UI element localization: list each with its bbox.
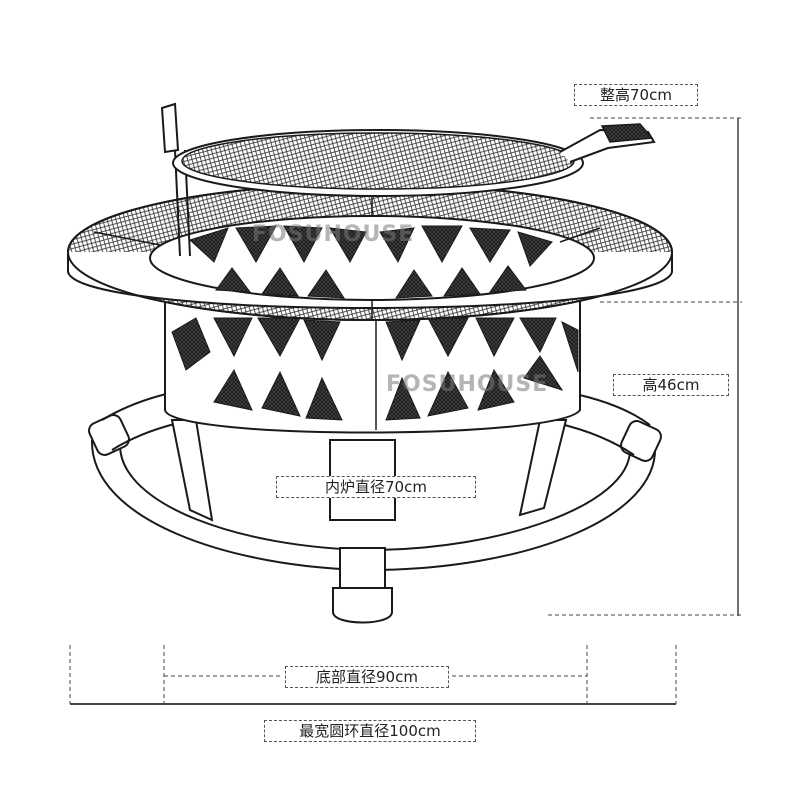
- watermark: FOSUHOUSE: [252, 222, 415, 247]
- diameter-dimensions: [69, 645, 677, 705]
- base-diameter-label: 底部直径90cm: [285, 666, 449, 688]
- watermark: FOSUHOUSE: [386, 372, 549, 397]
- legs: [170, 419, 568, 624]
- height-label: 高46cm: [613, 374, 729, 396]
- grill-grate: [160, 102, 656, 257]
- ring-diameter-label: 最宽圆环直径100cm: [264, 720, 476, 742]
- inner-diameter-label: 内炉直径70cm: [276, 476, 476, 498]
- total-height-label: 整高70cm: [574, 84, 698, 106]
- rim-table: [67, 183, 673, 321]
- inner-lattice: [189, 225, 553, 299]
- height-dimension: [548, 117, 742, 616]
- bowl-body: [164, 299, 581, 434]
